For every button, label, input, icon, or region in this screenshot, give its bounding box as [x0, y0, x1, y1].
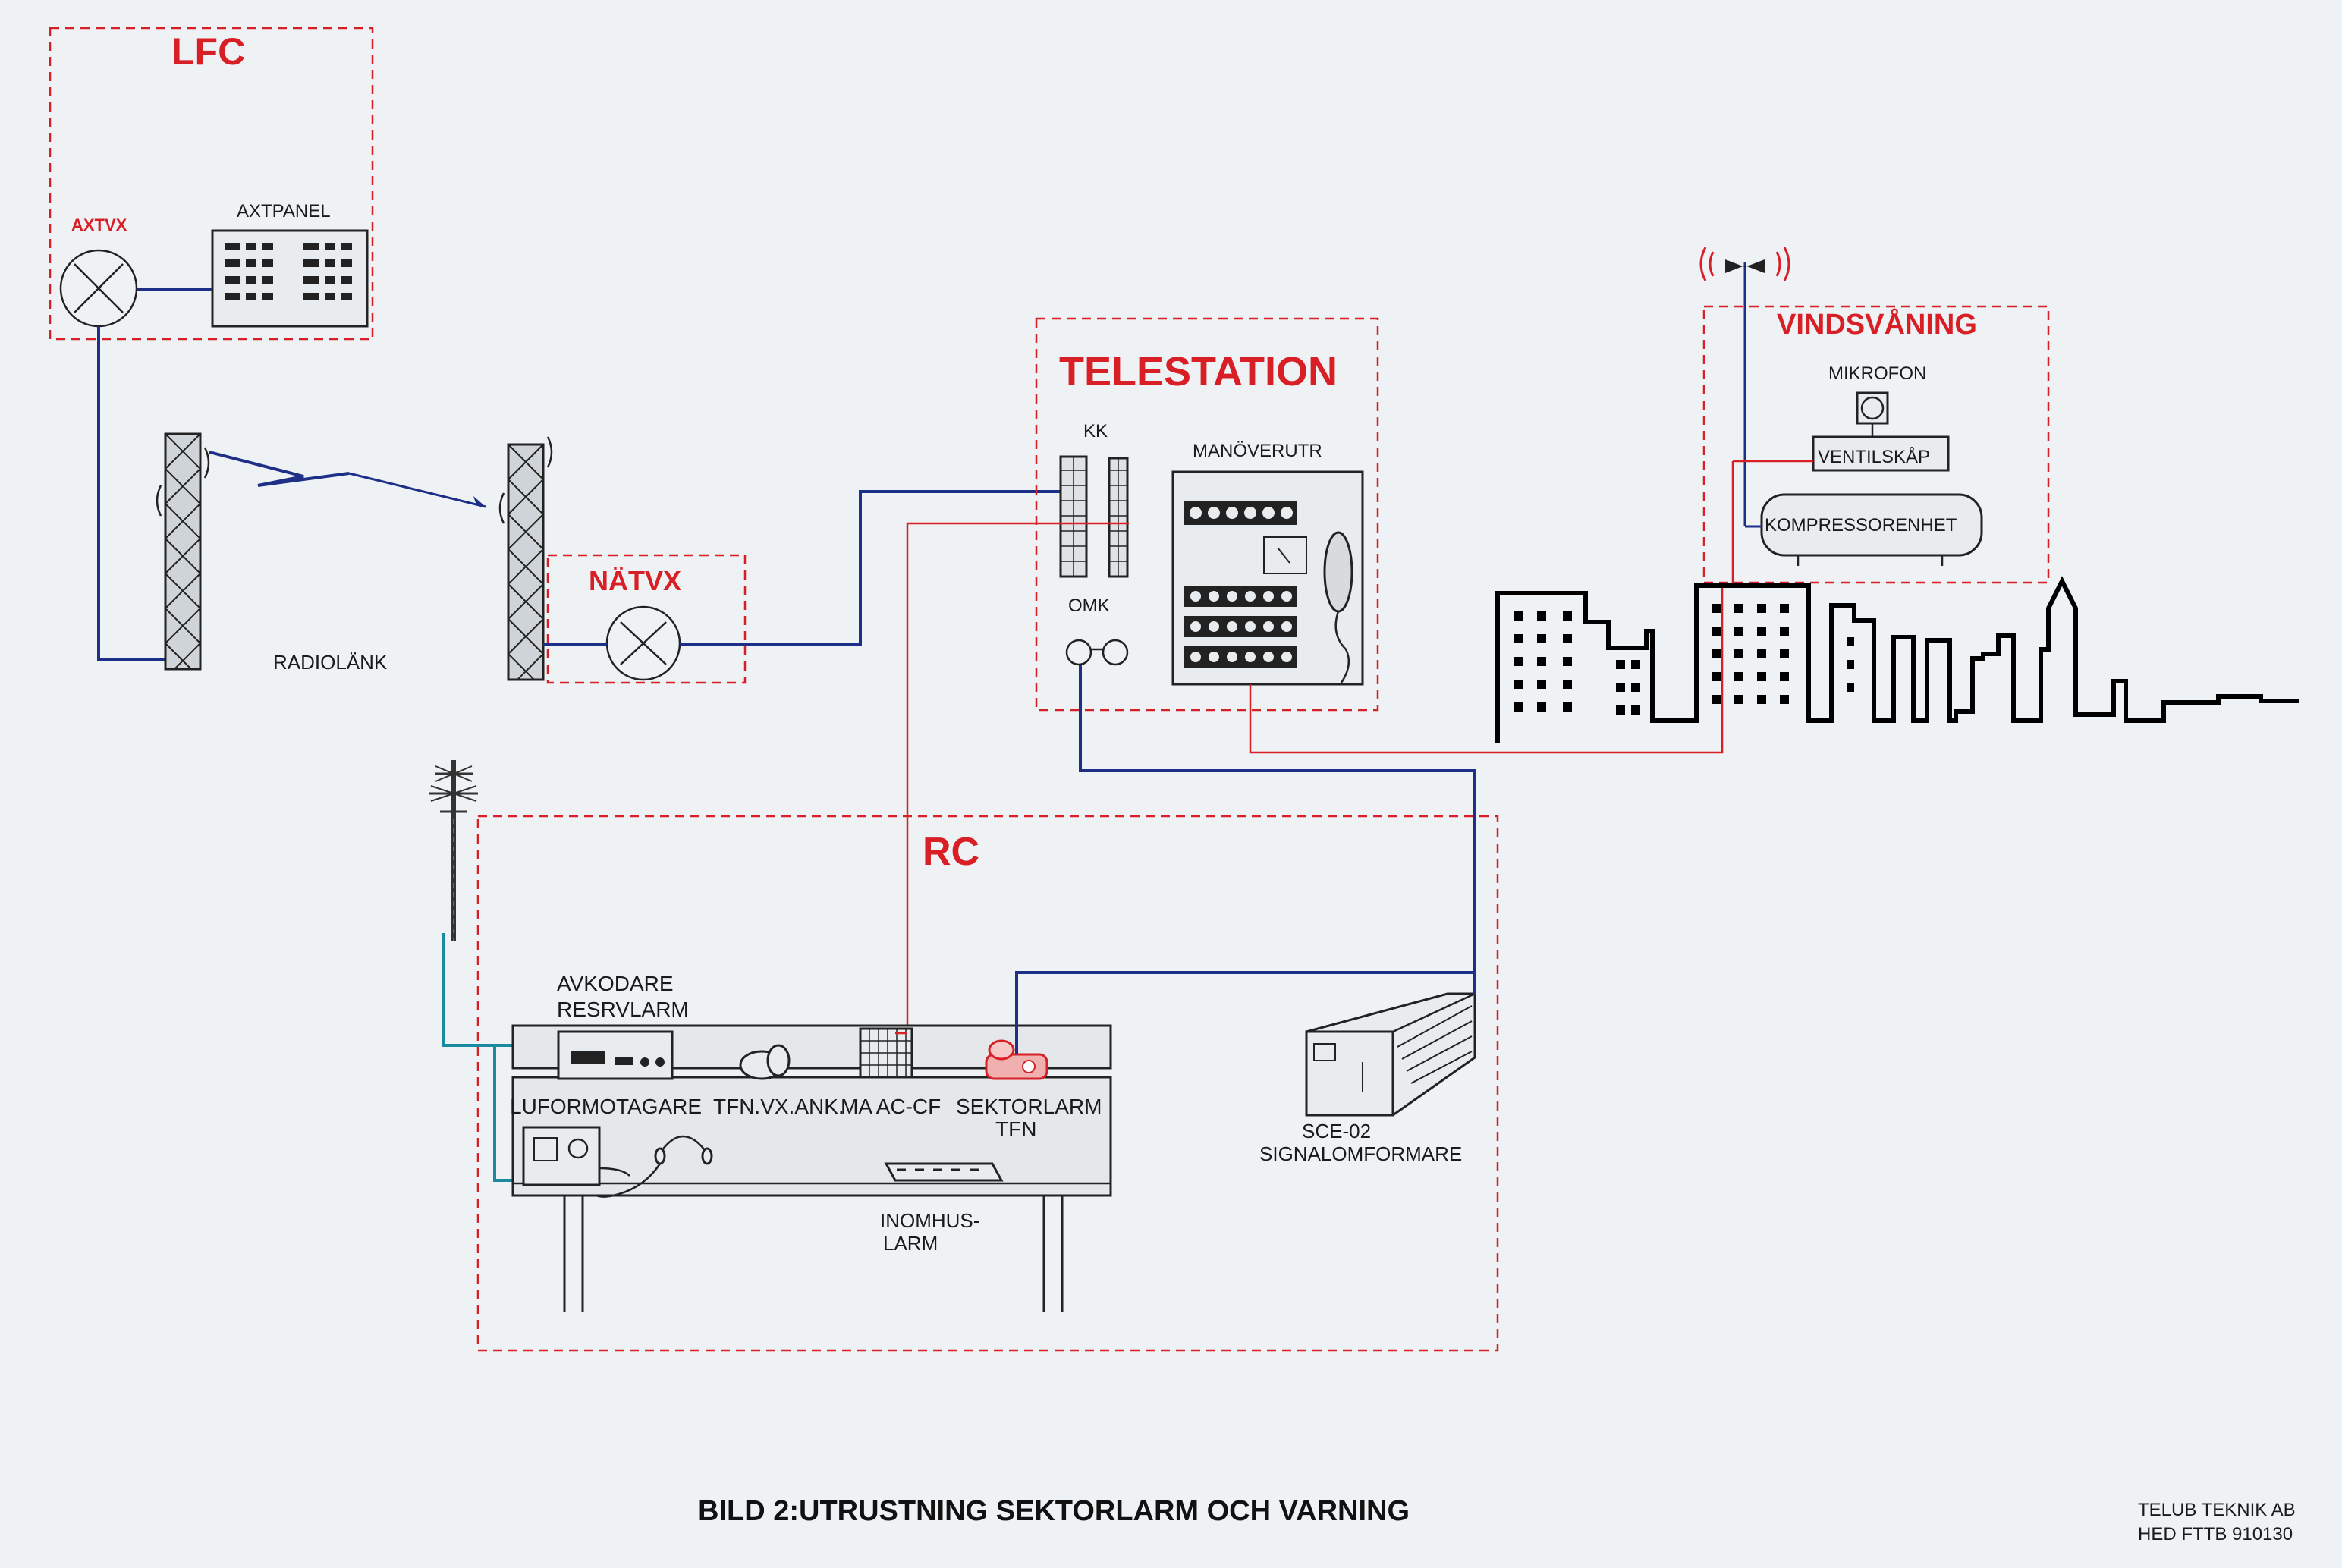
- kompressorenhet-label: KOMPRESSORENHET: [1765, 515, 1957, 536]
- radio-beam-zigzag: [209, 451, 350, 487]
- tfn-vx-ank-phone-icon: [739, 1044, 791, 1080]
- radio-link: RADIOLÄNK: [97, 326, 553, 681]
- lfc-zone-border: [49, 27, 374, 341]
- power-line-to-avkodare: [442, 933, 516, 1047]
- axtpanel-icon: [211, 229, 369, 328]
- manoverutr-panel-icon: [1171, 470, 1364, 686]
- avkodare-label-line1: AVKODARE: [557, 972, 674, 995]
- inomhuslarm-label-line2: LARM: [883, 1232, 938, 1255]
- vindsvaning-zone-border: [1702, 305, 2050, 584]
- sce-label-line1: SCE-02: [1302, 1120, 1371, 1142]
- headset-icon: [596, 1135, 713, 1198]
- omk-to-sce-line: [1079, 665, 1476, 995]
- vindsvaning-alarm-feed: [1731, 460, 1813, 584]
- zone-natvx: NÄTVX: [543, 490, 1062, 684]
- zone-vindsvaning: VINDSVÅNING MIKROFON VENTILSKÅP KOMPRESS…: [1699, 247, 2050, 584]
- kompressor-feet: [1797, 555, 1944, 566]
- radio-tower-right: [498, 436, 553, 681]
- natvx-cross: [620, 621, 667, 665]
- city-skyline-icon: [1495, 576, 2299, 743]
- mikrofon-label: MIKROFON: [1828, 363, 1926, 384]
- zone-telestation: TELESTATION KK OMK MANÖVERUTR: [906, 317, 1724, 1033]
- lfc-title: LFC: [171, 30, 245, 73]
- telestation-zone-border: [1035, 317, 1379, 712]
- telestation-title: TELESTATION: [1059, 349, 1338, 394]
- inomhuslarm-label-line1: INOMHUS-: [880, 1209, 979, 1232]
- kompressorenhet-box: [1760, 493, 1983, 557]
- zone-lfc: LFC AXTVX AXTPANEL: [49, 27, 374, 341]
- manoverutr-label: MANÖVERUTR: [1193, 441, 1322, 461]
- figure-caption: BILD 2:UTRUSTNING SEKTORLARM OCH VARNING: [698, 1495, 1410, 1527]
- radiolank-label: RADIOLÄNK: [273, 651, 388, 674]
- ventilskap-box: [1812, 435, 1950, 472]
- luformotagare-label: LUFORMOTAGARE: [510, 1095, 702, 1118]
- natvx-zone-border: [546, 554, 747, 684]
- omk-connector-icon: [1065, 639, 1129, 666]
- sektorlarm-label-line2: TFN: [995, 1117, 1036, 1141]
- axtvx-label: AXTVX: [71, 215, 127, 234]
- mikrofon-icon: [1856, 391, 1889, 425]
- manover-to-vindsvaning-line: [1249, 584, 1724, 754]
- sektorlarm-phone-icon: [985, 1039, 1048, 1080]
- lfc-to-tower-line: [97, 326, 165, 661]
- axtpanel-label: AXTPANEL: [237, 201, 331, 222]
- natvx-to-telestation-line: [543, 490, 1062, 646]
- footer-company: TELUB TEKNIK AB: [2138, 1500, 2296, 1520]
- kk-to-rc-alarm-line: [906, 522, 1129, 1033]
- rc-title: RC: [923, 830, 979, 874]
- siren-antenna-icon: [1699, 247, 1790, 526]
- kk-frame-icon: [1059, 455, 1129, 578]
- radio-beam-arrow: [348, 472, 486, 508]
- ma-ac-cf-label: MA AC-CF: [841, 1095, 941, 1118]
- axtvx-cross: [74, 263, 124, 313]
- sce-label-line2: SIGNALOMFORMARE: [1259, 1142, 1462, 1165]
- radio-beam-arrowhead: [473, 496, 486, 507]
- rc-zone-border: [476, 815, 1499, 1352]
- sektorlarm-label-line1: SEKTORLARM: [956, 1095, 1102, 1118]
- avkodare-label-line2: RESRVLARM: [557, 998, 689, 1021]
- ventilskap-label: VENTILSKÅP: [1818, 446, 1930, 467]
- vindsvaning-title: VINDSVÅNING: [1777, 307, 1977, 341]
- sce-02-converter-icon: [1305, 992, 1476, 1117]
- natvx-title: NÄTVX: [589, 565, 681, 596]
- avkodare-device-icon: [557, 1030, 674, 1080]
- omk-label: OMK: [1068, 595, 1110, 616]
- radio-tower-left: [156, 432, 210, 671]
- ma-ac-cf-rack-icon: [859, 1027, 913, 1079]
- kk-label: KK: [1083, 421, 1108, 441]
- inomhuslarm-box-icon: [884, 1162, 1004, 1182]
- power-pole-icon: [429, 760, 478, 941]
- tfn-vx-ank-label: TFN.VX.ANK.: [713, 1095, 844, 1118]
- luformotagare-radio-icon: [522, 1126, 630, 1186]
- zone-rc: RC AVKODARE RESRVLARM: [476, 815, 1499, 1352]
- footer-reference: HED FTTB 910130: [2138, 1524, 2293, 1544]
- sektorlarm-to-sce-line: [1015, 971, 1476, 1054]
